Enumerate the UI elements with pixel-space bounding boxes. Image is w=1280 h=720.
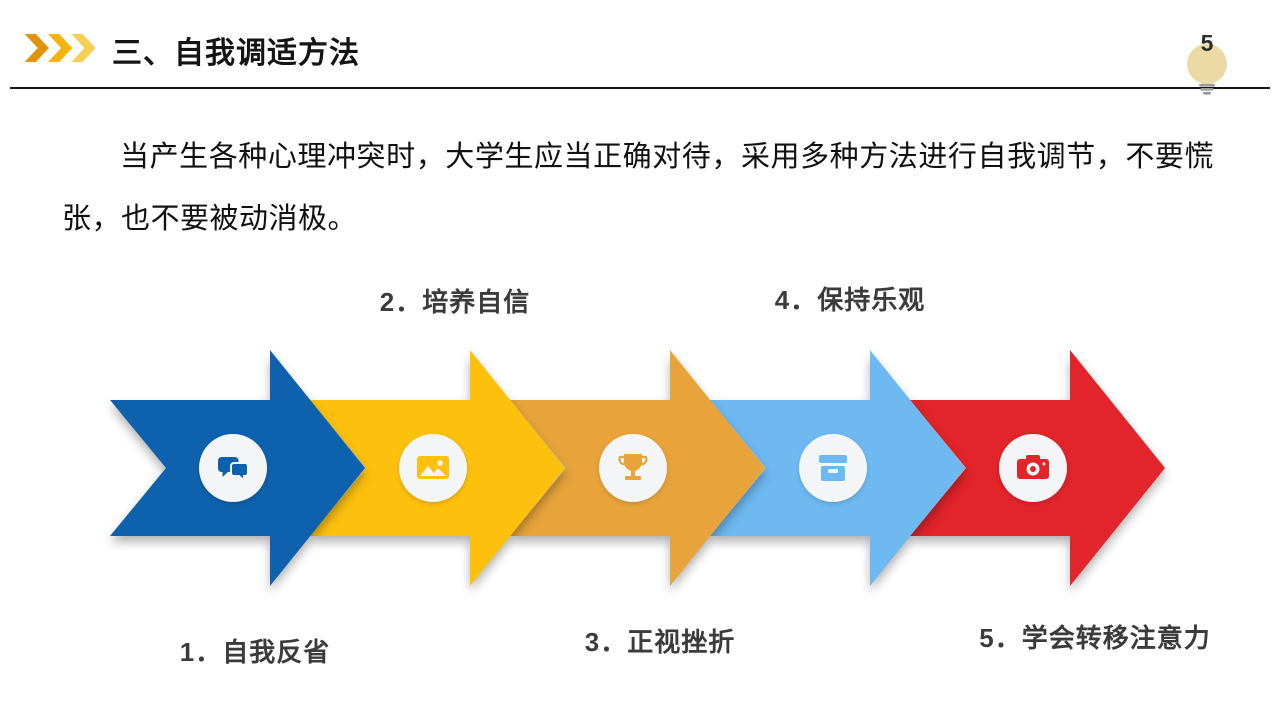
chevron-icon	[24, 34, 49, 62]
page-title: 三、自我调适方法	[112, 37, 360, 70]
step-label-2: 2．培养自信	[379, 287, 531, 317]
step-2-arrow	[310, 350, 565, 586]
step-label-4: 4．保持乐观	[774, 285, 926, 315]
chevron-icon	[71, 34, 96, 62]
camera-icon	[1017, 455, 1049, 479]
step-5-arrow	[910, 350, 1165, 586]
storage-box-icon	[819, 455, 847, 481]
trophy-icon	[618, 454, 648, 480]
step-1-arrow	[110, 350, 365, 586]
step-label-3: 3．正视挫折	[584, 627, 736, 657]
photo-icon	[417, 456, 449, 479]
header-chevrons-icon	[24, 34, 96, 62]
page-number: 5	[1200, 30, 1214, 56]
chat-icon	[218, 457, 249, 483]
step-3-arrow	[510, 350, 765, 586]
step-4-arrow	[710, 350, 965, 586]
page-number-badge: 5	[1175, 26, 1239, 96]
intro-paragraph: 当产生各种心理冲突时，大学生应当正确对待，采用多种方法进行自我调节，不要慌张，也…	[62, 141, 1214, 235]
process-diagram	[110, 350, 1165, 586]
step-label-5: 5．学会转移注意力	[979, 623, 1211, 653]
header-divider	[10, 87, 1270, 89]
chevron-icon	[48, 34, 73, 62]
step-label-1: 1．自我反省	[179, 637, 331, 667]
lightbulb-icon	[1187, 44, 1227, 95]
